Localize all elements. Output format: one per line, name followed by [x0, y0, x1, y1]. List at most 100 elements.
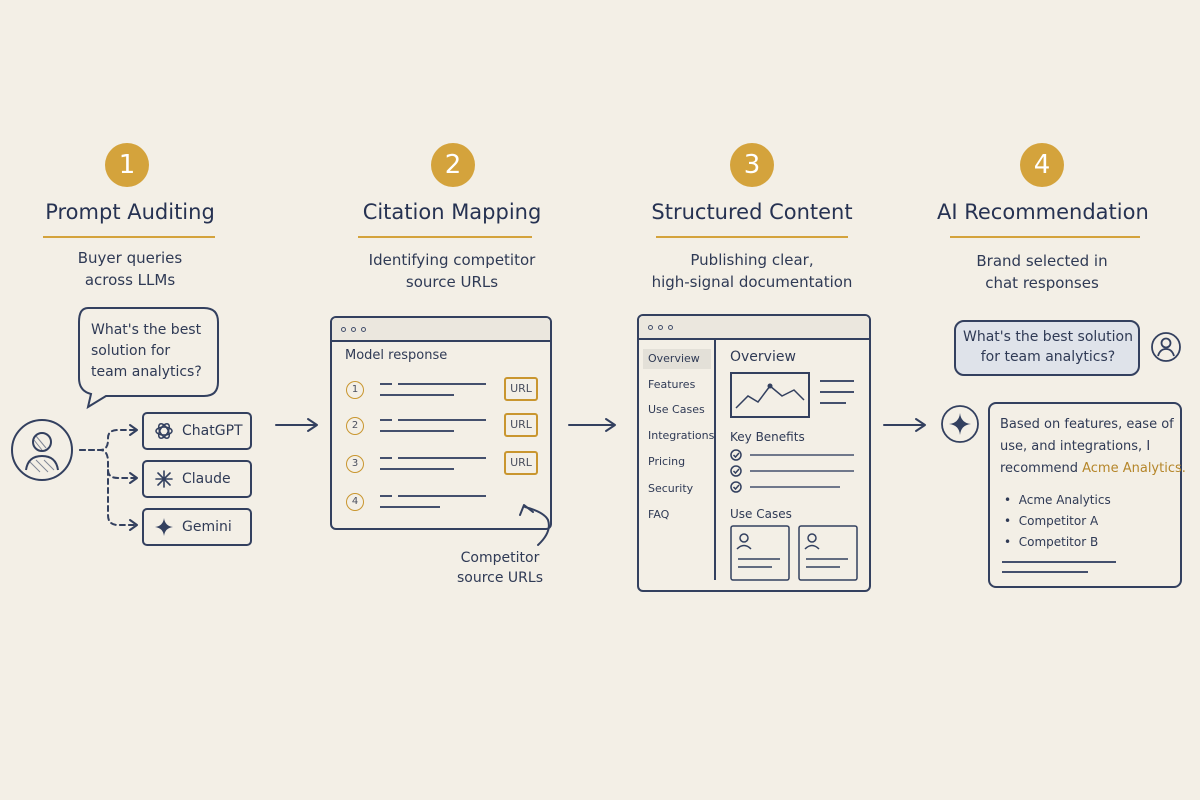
window-dot: [351, 326, 356, 332]
user-question-text: What's the best solution for team analyt…: [962, 327, 1134, 367]
llm-claude-label: Claude: [182, 471, 231, 487]
nav-integrations[interactable]: Integrations: [648, 429, 715, 442]
list-item-label: Acme Analytics: [1018, 493, 1111, 507]
step-2-underline: [358, 236, 532, 238]
answer-line-3: recommend Acme Analytics.: [1000, 458, 1186, 480]
step-3-underline: [656, 236, 848, 238]
user-question-line-2: for team analytics?: [980, 349, 1116, 365]
llm-chatgpt: ChatGPT: [142, 412, 252, 450]
sidebar-divider: [714, 338, 716, 580]
question-bubble: [78, 307, 219, 410]
arrow-1-to-2: [275, 418, 318, 432]
text-line: [820, 391, 854, 393]
text-line: [820, 380, 854, 382]
window-dot: [361, 326, 366, 332]
nav-overview[interactable]: Overview: [648, 352, 700, 365]
citation-number-2: 2: [346, 417, 364, 435]
check-icon-list: [730, 449, 854, 493]
answer-prefix: recommend: [1000, 461, 1083, 476]
question-line-3: team analytics?: [91, 364, 202, 380]
step-1-title: Prompt Auditing: [45, 200, 215, 224]
step-1-subtitle-2: across LLMs: [84, 271, 176, 289]
documentation-window: [637, 314, 871, 592]
text-line: [380, 394, 454, 396]
user-icon: [11, 419, 73, 481]
use-case-cards: [730, 525, 858, 581]
step-3-subtitle-1: Publishing clear,: [690, 251, 814, 269]
step-4-number: 4: [1020, 143, 1064, 187]
text-line: [380, 468, 454, 470]
text-line: [380, 383, 392, 385]
llm-chatgpt-label: ChatGPT: [182, 423, 243, 439]
step-4-title: AI Recommendation: [937, 200, 1149, 224]
ai-answer-text: Based on features, ease of use, and inte…: [1000, 414, 1186, 480]
step-2-subtitle-1: Identifying competitor: [368, 251, 536, 269]
text-line: [398, 495, 486, 497]
step-1-number: 1: [105, 143, 149, 187]
nav-features[interactable]: Features: [648, 378, 696, 391]
text-line: [398, 419, 486, 421]
openai-icon: [155, 423, 173, 439]
user-avatar-icon: [1151, 332, 1181, 362]
nav-use-cases[interactable]: Use Cases: [648, 403, 705, 416]
step-3-number: 3: [730, 143, 774, 187]
nav-active-highlight: [643, 349, 711, 369]
window-dot: [658, 324, 663, 330]
use-cases-heading: Use Cases: [730, 507, 792, 521]
llm-claude: Claude: [142, 460, 252, 498]
llm-gemini-label: Gemini: [182, 519, 232, 535]
citation-number-1: 1: [346, 381, 364, 399]
url-badge-2: URL: [504, 413, 538, 437]
window-titlebar: [332, 318, 550, 342]
window-dot: [668, 324, 673, 330]
text-line: [380, 430, 454, 432]
step-2-title: Citation Mapping: [362, 200, 542, 224]
step-1-underline: [43, 236, 215, 238]
annotation-curve: [524, 506, 550, 546]
window-dot: [341, 326, 346, 332]
text-line: [1002, 571, 1088, 573]
gemini-icon: [155, 518, 173, 536]
assistant-sparkle-icon: [941, 405, 979, 443]
question-line-1: What's the best: [91, 322, 202, 338]
list-item: • Competitor B: [1004, 535, 1099, 549]
text-line: [1002, 561, 1116, 563]
nav-pricing[interactable]: Pricing: [648, 455, 686, 468]
model-response-title: Model response: [345, 348, 448, 363]
step-4-subtitle-1: Brand selected in: [976, 252, 1108, 270]
list-item: • Competitor A: [1004, 514, 1099, 528]
step-2-subtitle-2: source URLs: [405, 273, 499, 291]
step-2-number: 2: [431, 143, 475, 187]
key-benefits-heading: Key Benefits: [730, 430, 805, 444]
list-item-label: Competitor B: [1018, 535, 1099, 549]
question-bubble-text: What's the best solution for team analyt…: [85, 320, 221, 383]
text-line: [398, 383, 486, 385]
text-line: [820, 402, 846, 404]
ranked-list: • Acme Analytics • Competitor A • Compet…: [1004, 490, 1111, 553]
user-question-bubble: [954, 320, 1140, 376]
competitor-annotation: Competitor source URLs: [440, 548, 560, 588]
answer-line-2: use, and integrations, I: [1000, 439, 1151, 454]
step-3-subtitle-2: high-signal documentation: [651, 273, 853, 291]
citation-number-3: 3: [346, 455, 364, 473]
text-line: [380, 495, 392, 497]
citation-number-4: 4: [346, 493, 364, 511]
url-badge-3: URL: [504, 451, 538, 475]
list-item-label: Competitor A: [1018, 514, 1099, 528]
annotation-line-1: Competitor: [460, 550, 540, 566]
nav-faq[interactable]: FAQ: [648, 508, 670, 521]
recommended-brand: Acme Analytics.: [1082, 461, 1186, 476]
annotation-line-2: source URLs: [456, 570, 543, 586]
model-response-window: [330, 316, 552, 530]
llm-gemini: Gemini: [142, 508, 252, 546]
line-chart-thumbnail: [730, 372, 810, 418]
text-line: [380, 457, 392, 459]
text-line: [380, 419, 392, 421]
url-badge-1: URL: [504, 377, 538, 401]
question-line-2: solution for: [91, 343, 171, 359]
window-dot: [648, 324, 653, 330]
ai-answer-card: [988, 402, 1182, 588]
list-item: • Acme Analytics: [1004, 493, 1111, 507]
nav-security[interactable]: Security: [648, 482, 694, 495]
